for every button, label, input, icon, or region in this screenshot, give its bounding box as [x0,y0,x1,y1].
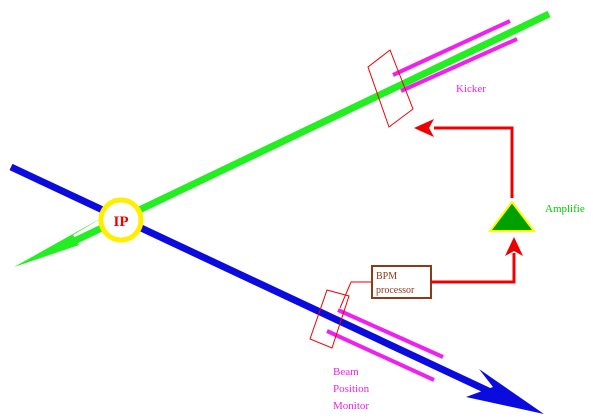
amplifier-to-kicker-arrowhead [414,119,434,137]
ip-label: IP [114,214,129,230]
bpm-label-line2: Position [333,383,370,395]
ip-ring [98,197,144,243]
kicker-plate-lower [400,37,518,93]
amplifier-label: Amplifie [545,203,585,215]
blue-beam-line [9,163,499,399]
bpm-signal-line [339,281,372,309]
bpm-label-line1: Beam [333,366,359,378]
kicker-frame [367,49,414,128]
bpm-processor-label-line2: processor [376,285,415,296]
green-beam-arrowhead [14,216,105,267]
blue-beam-arrowhead [466,369,544,414]
bpm-processor: BPM processor [371,265,432,299]
amplifier-triangle-icon [487,200,537,232]
bpm-label: Beam Position Monitor [333,366,372,412]
amplifier: Amplifie [487,200,585,232]
processor-to-amplifier-line [431,253,516,284]
kicker-label: Kicker [456,83,486,95]
bpm-label-line3: Monitor [333,400,369,412]
kicker: Kicker [367,19,518,128]
processor-to-amplifier-arrowhead [505,237,523,256]
bpm-processor-label-line1: BPM [376,271,397,282]
bpm-plate-upper [337,308,444,359]
green-beam [14,10,551,267]
blue-beam [9,163,544,414]
amplifier-to-kicker-arrow [414,119,514,198]
beam-position-monitor: Beam Position Monitor [309,289,444,412]
kicker-plate-upper [392,19,511,77]
bpm-plate-lower [326,329,435,382]
bpm-frame [309,289,350,349]
processor-to-amplifier-arrow [431,237,523,284]
interaction-point: IP [98,197,144,243]
green-beam-line [60,10,551,251]
bpm-processor-box [371,265,432,299]
amplifier-to-kicker-line [434,126,514,198]
